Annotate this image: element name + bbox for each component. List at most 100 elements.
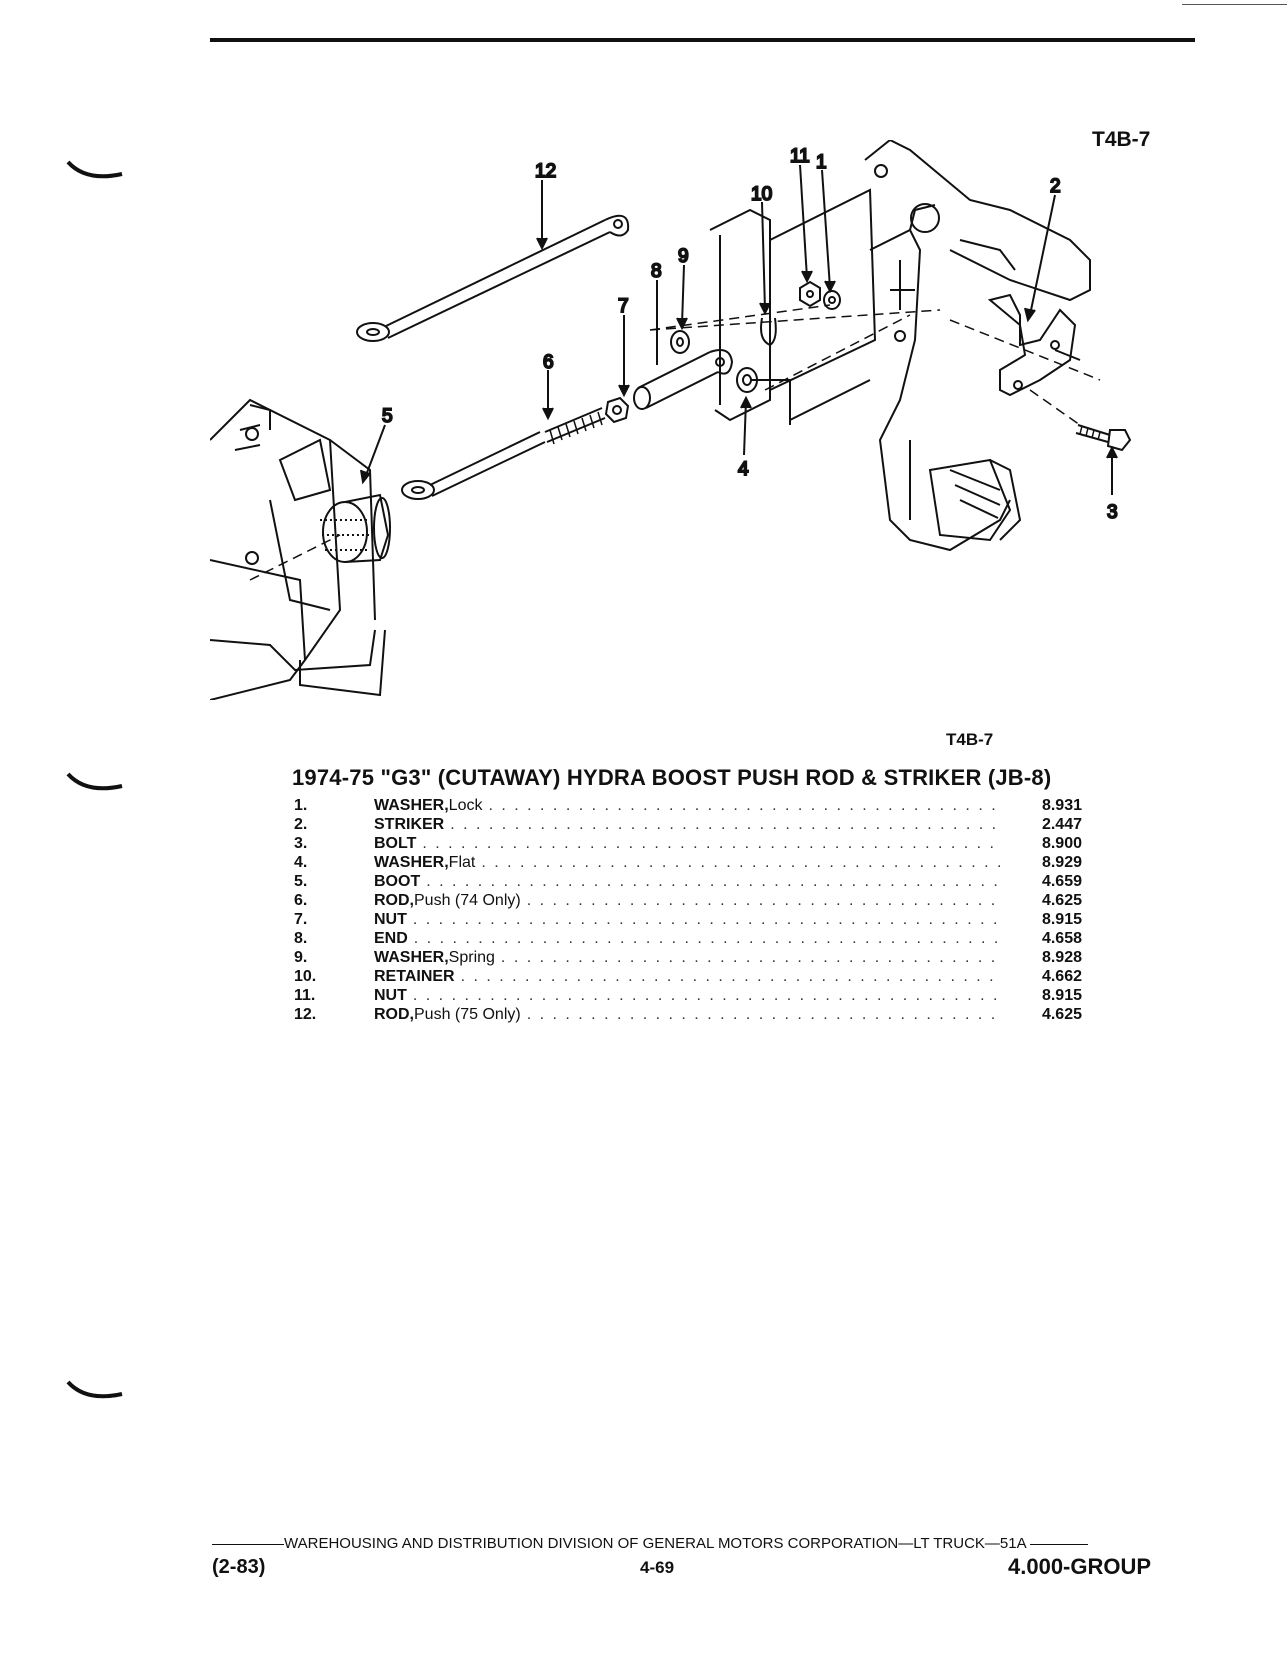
- leader-dots: [408, 929, 1002, 948]
- item-number: 4.: [294, 854, 308, 871]
- item-number: 6.: [294, 892, 308, 909]
- spring-washer-part: [670, 330, 690, 354]
- brake-pedal: [864, 140, 1091, 552]
- list-item: 12. ROD, Push (75 Only) 4.625: [292, 1005, 1082, 1024]
- leader-dots: [475, 853, 1002, 872]
- figure-ref-caption: T4B-7: [946, 730, 994, 749]
- booster-bracket: [210, 398, 386, 700]
- binder-mark-icon: [66, 1380, 123, 1399]
- part-name: END: [374, 930, 408, 947]
- alignment-lines: [249, 304, 1101, 581]
- exploded-parts-diagram: 12 6 5 7 8 9 10 11 1 2 3 4: [210, 140, 1132, 700]
- part-ref: 8.931: [1041, 797, 1082, 814]
- binder-mark-icon: [66, 772, 123, 791]
- list-item: 10. RETAINER 4.662: [292, 967, 1082, 986]
- boot-part: [320, 493, 391, 563]
- part-ref: 8.900: [1041, 835, 1082, 852]
- leader-dots: [482, 796, 1002, 815]
- callout-12: 12: [535, 161, 556, 182]
- item-number: 2.: [294, 816, 308, 833]
- callout-2: 2: [1050, 176, 1061, 197]
- callout-6: 6: [543, 352, 554, 373]
- leader-dots: [407, 910, 1002, 929]
- list-item: 11. NUT 8.915: [292, 986, 1082, 1005]
- part-name: NUT: [374, 911, 407, 928]
- list-item: 6. ROD, Push (74 Only) 4.625: [292, 891, 1082, 910]
- part-detail: Push (75 Only): [414, 1006, 521, 1023]
- item-number: 7.: [294, 911, 308, 928]
- callout-3: 3: [1107, 502, 1118, 523]
- callout-5: 5: [382, 406, 393, 427]
- top-rule: [210, 38, 1195, 42]
- footer-date: (2-83): [212, 1556, 266, 1578]
- page-number: 4-69: [640, 1558, 675, 1577]
- part-ref: 4.658: [1041, 930, 1082, 947]
- part-ref: 8.928: [1041, 949, 1082, 966]
- part-name: NUT: [374, 987, 407, 1004]
- footer-division: WAREHOUSING AND DISTRIBUTION DIVISION OF…: [212, 1535, 1172, 1552]
- part-ref: 8.915: [1041, 987, 1082, 1004]
- lock-washer-nut-parts: [799, 280, 841, 310]
- list-item: 5.BOOT4.659: [292, 872, 1082, 891]
- part-name: RETAINER: [374, 968, 455, 985]
- list-item: 4.WASHER, Flat8.929: [292, 853, 1082, 872]
- leader-dots: [495, 948, 1002, 967]
- part-name: ROD,: [374, 892, 414, 909]
- footer-rule-right: [1029, 1543, 1088, 1545]
- part-name: ROD,: [374, 1006, 414, 1023]
- end-part: [633, 349, 734, 410]
- part-name: WASHER,: [374, 797, 449, 814]
- part-ref: 8.915: [1041, 911, 1082, 928]
- part-ref: 4.659: [1041, 873, 1082, 890]
- item-number: 11.: [294, 987, 316, 1004]
- callout-4: 4: [738, 459, 749, 480]
- part-ref: 4.625: [1041, 892, 1082, 909]
- section-title: 1974-75 "G3" (CUTAWAY) HYDRA BOOST PUSH …: [292, 765, 1052, 790]
- part-ref: 4.662: [1041, 968, 1082, 985]
- push-rod-75-part: [356, 214, 630, 342]
- item-number: 12.: [294, 1006, 317, 1023]
- callout-10: 10: [751, 184, 772, 205]
- list-item: 3.BOLT8.900: [292, 834, 1082, 853]
- item-number: 5.: [294, 873, 308, 890]
- leader-dots: [420, 872, 1002, 891]
- leader-dots: [407, 986, 1002, 1005]
- pedal-bracket: [709, 188, 877, 425]
- corner-line: [1182, 4, 1287, 5]
- callout-8: 8: [651, 261, 662, 282]
- part-detail: Flat: [448, 854, 476, 871]
- part-detail: Lock: [448, 797, 483, 814]
- part-ref: 4.625: [1041, 1006, 1082, 1023]
- push-rod-74-part: [401, 407, 606, 500]
- leader-dots: [455, 967, 1002, 986]
- list-item: 8. END 4.658: [292, 929, 1082, 948]
- bolt-part: [1075, 424, 1132, 452]
- item-number: 1.: [294, 797, 308, 814]
- nut-part: [604, 396, 630, 424]
- binder-mark-icon: [66, 160, 123, 179]
- callout-11: 11: [790, 146, 810, 167]
- footer-rule-left: [212, 1543, 284, 1545]
- leader-dots: [444, 815, 1002, 834]
- striker-part: [987, 293, 1081, 397]
- footer-group: 4.000-GROUP: [1008, 1554, 1152, 1579]
- part-name: STRIKER: [374, 816, 445, 833]
- part-name: WASHER,: [374, 854, 449, 871]
- part-detail: Push (74 Only): [414, 892, 521, 909]
- leader-dots: [521, 891, 1002, 910]
- part-name: WASHER,: [374, 949, 449, 966]
- figure-ref-top: T4B-7: [1092, 128, 1151, 151]
- item-number: 3.: [294, 835, 308, 852]
- callout-9: 9: [678, 246, 689, 267]
- list-item: 7. NUT 8.915: [292, 910, 1082, 929]
- list-item: 2. STRIKER 2.447: [292, 815, 1082, 834]
- callout-leaders: [360, 164, 1118, 495]
- item-number: 8.: [294, 930, 308, 947]
- part-ref: 2.447: [1041, 816, 1082, 833]
- callout-7: 7: [618, 296, 629, 317]
- item-number: 10.: [294, 968, 317, 985]
- leader-dots: [521, 1005, 1002, 1024]
- callout-1: 1: [816, 152, 827, 173]
- item-number: 9.: [294, 949, 308, 966]
- list-item: 1. WASHER, Lock 8.931: [292, 796, 1082, 815]
